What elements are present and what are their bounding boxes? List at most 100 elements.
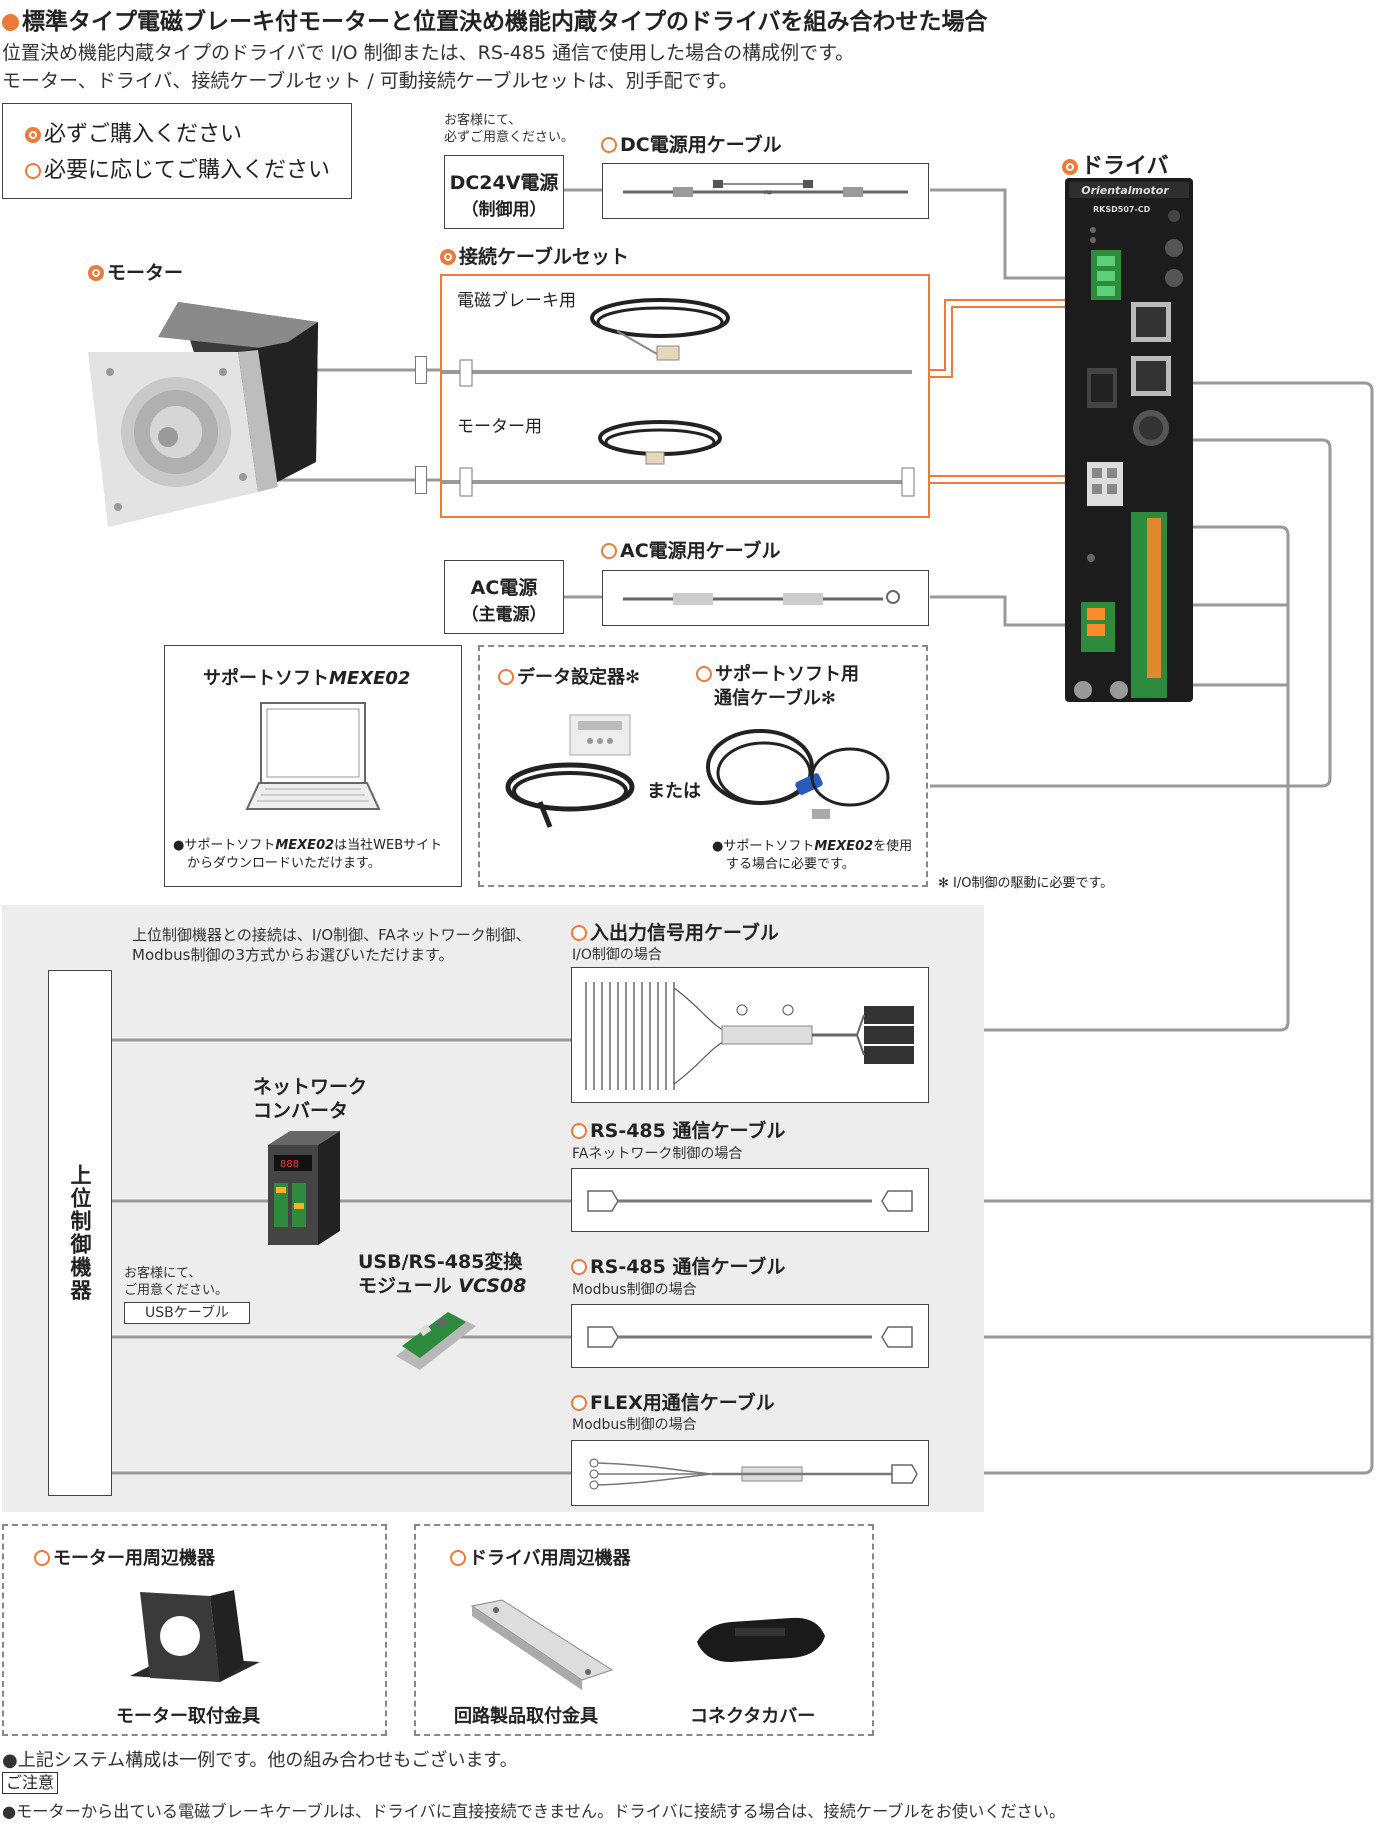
legend-box: 必ずご購入ください 必要に応じてご購入ください <box>2 103 352 199</box>
flex-cable-box <box>571 1440 929 1506</box>
page-title: 標準タイプ電磁ブレーキ付モーターと位置決め機能内蔵タイプのドライバを組み合わせた… <box>2 2 988 36</box>
ac-link <box>564 595 604 599</box>
flex-cable-note: Modbus制御の場合 <box>572 1417 697 1433</box>
connector-cover-image <box>697 1617 825 1662</box>
rs485-modbus-cable-box <box>571 1304 929 1368</box>
title-bullet-icon <box>2 14 19 31</box>
mounting-plate-image <box>470 1599 614 1690</box>
dc-cable-image: ≈ <box>623 180 908 199</box>
optional-bullet-icon <box>571 1395 587 1411</box>
wire-io-signal <box>930 525 1290 1032</box>
support-soft-title: サポートソフトMEXE02 <box>203 668 411 689</box>
svg-text:888: 888 <box>280 1159 299 1170</box>
flex-cable-label: FLEX用通信ケーブル <box>571 1388 775 1415</box>
driver-brand: Orientalmotor <box>1081 184 1169 197</box>
rs485-modbus-cable-image <box>587 1326 913 1348</box>
rs485-fa-cable-box <box>571 1168 929 1232</box>
optional-tools-box: データ設定器✻ サポートソフト用 通信ケーブル✻ または ●サポートソフトMEX… <box>478 645 928 887</box>
comm-note: ●サポートソフトMEXE02を使用 する場合に必要です。 <box>712 839 913 872</box>
io-note: ✻ I/O制御の駆動に必要です。 <box>938 876 1114 891</box>
optional-bullet-icon <box>601 137 617 153</box>
usb-cable-box: USBケーブル <box>124 1302 250 1324</box>
optional-bullet-icon <box>696 666 712 682</box>
legend-required: 必ずご購入ください <box>25 116 242 148</box>
caution-text: ●モーターから出ている電磁ブレーキケーブルは、ドライバに直接接続できません。ドラ… <box>2 1802 1066 1821</box>
wire-brake-driver-a <box>915 299 1090 371</box>
host-controller-label: 上位制御機器 <box>68 1164 92 1302</box>
io-cable-note: I/O制御の場合 <box>572 947 662 963</box>
caution-title: ご注意 <box>2 1772 59 1794</box>
mounting-plate-label: 回路製品取付金具 <box>454 1706 598 1727</box>
ac-cable-image <box>623 590 900 605</box>
optional-bullet-icon <box>571 1123 587 1139</box>
data-setter-label: データ設定器✻ <box>498 663 640 689</box>
io-cable-label: 入出力信号用ケーブル <box>571 918 779 945</box>
io-cable-image <box>585 982 914 1090</box>
brake-connector <box>415 356 427 384</box>
required-bullet-icon <box>25 127 41 143</box>
dc-cable-box: ≈ <box>602 163 929 219</box>
driver-unit: Orientalmotor RKSD507-CD <box>1063 178 1195 702</box>
host-wires <box>112 1038 572 1475</box>
driver-accessories-box: ドライバ用周辺機器 回路製品取付金具 コネクタカバー <box>414 1524 874 1736</box>
optional-bullet-icon <box>498 669 514 685</box>
rs485-modbus-cable-note: Modbus制御の場合 <box>572 1282 697 1298</box>
rs485-modbus-cable-label: RS-485 通信ケーブル <box>571 1252 785 1279</box>
motor-mount-bracket-image <box>130 1590 260 1682</box>
legend-optional: 必要に応じてご購入ください <box>25 152 330 184</box>
io-cable-box <box>571 967 929 1103</box>
dc24v-power-box: DC24V電源 （制御用） <box>444 155 564 229</box>
network-converter-label: ネットワークコンバータ <box>253 1076 368 1122</box>
or-text: または <box>647 781 701 802</box>
ac-power-box: AC電源 （主電源） <box>444 560 564 634</box>
support-soft-box: サポートソフトMEXE02 ●サポートソフトMEXE02は当社WEBサイト から… <box>164 645 462 887</box>
optional-bullet-icon <box>601 543 617 559</box>
wire-dc-power <box>930 188 1090 280</box>
motor-image <box>88 292 328 532</box>
support-soft-note: ●サポートソフトMEXE02は当社WEBサイト からダウンロードいただけます。 <box>173 838 443 871</box>
network-converter-image: 888 <box>268 1131 340 1245</box>
svg-text:≈: ≈ <box>763 185 773 199</box>
cable-set-box: 電磁ブレーキ用 モーター用 <box>440 274 930 518</box>
rs485-fa-cable-image <box>587 1190 913 1212</box>
comm-cable-label: サポートソフト用 通信ケーブル✻ <box>696 663 859 711</box>
brake-cable-label: 電磁ブレーキ用 <box>457 291 576 311</box>
wire-rs485-bus <box>930 381 1374 1475</box>
driver-model: RKSD507-CD <box>1093 205 1151 214</box>
motor-label: モーター <box>88 258 183 285</box>
host-note: 上位制御機器との接続は、I/O制御、FAネットワーク制御、Modbus制御の3方… <box>132 926 531 964</box>
motor-cable-label: モーター用 <box>457 417 542 437</box>
stepping-motor-icon <box>88 302 318 527</box>
usb-module-image <box>396 1312 476 1370</box>
ac-cable-label: AC電源用ケーブル <box>601 536 781 563</box>
cable-set-label: 接続ケーブルセット <box>440 242 629 269</box>
data-setter-image <box>505 714 635 828</box>
optional-bullet-icon <box>571 1259 587 1275</box>
rs485-fa-cable-note: FAネットワーク制御の場合 <box>572 1146 743 1162</box>
customer-note: お客様にて、必ずご用意ください。 <box>444 113 575 145</box>
required-bullet-icon <box>1062 159 1078 175</box>
wire-brake-driver-b <box>922 306 1090 378</box>
usb-customer-note: お客様にて、ご用意ください。 <box>124 1266 229 1298</box>
wire-data-setter <box>930 438 1332 788</box>
optional-bullet-icon <box>25 163 41 179</box>
laptop-icon <box>245 702 381 810</box>
host-controller-box: 上位制御機器 <box>48 970 112 1496</box>
footer-note: ●上記システム構成は一例です。他の組み合わせもございます。 <box>2 1750 518 1771</box>
dc-link <box>564 188 604 192</box>
description-line-1: 位置決め機能内蔵タイプのドライバで I/O 制御または、RS-485 通信で使用… <box>2 42 855 64</box>
wire-ac-power <box>930 595 1085 627</box>
motor-accessories-title: モーター用周辺機器 <box>34 1544 215 1570</box>
optional-bullet-icon <box>34 1550 50 1566</box>
flex-cable-image <box>589 1458 918 1490</box>
motor-mount-bracket-label: モーター取付金具 <box>116 1706 260 1727</box>
connector-cover-label: コネクタカバー <box>690 1706 816 1727</box>
driver-label: ドライバ <box>1062 148 1169 180</box>
optional-bullet-icon <box>571 925 587 941</box>
dc-cable-label: DC電源用ケーブル <box>601 130 782 157</box>
motor-connector <box>415 466 427 494</box>
driver-accessories-title: ドライバ用周辺機器 <box>450 1544 631 1570</box>
ac-cable-box <box>602 570 929 626</box>
driver-image: Orientalmotor RKSD507-CD <box>1065 178 1193 702</box>
